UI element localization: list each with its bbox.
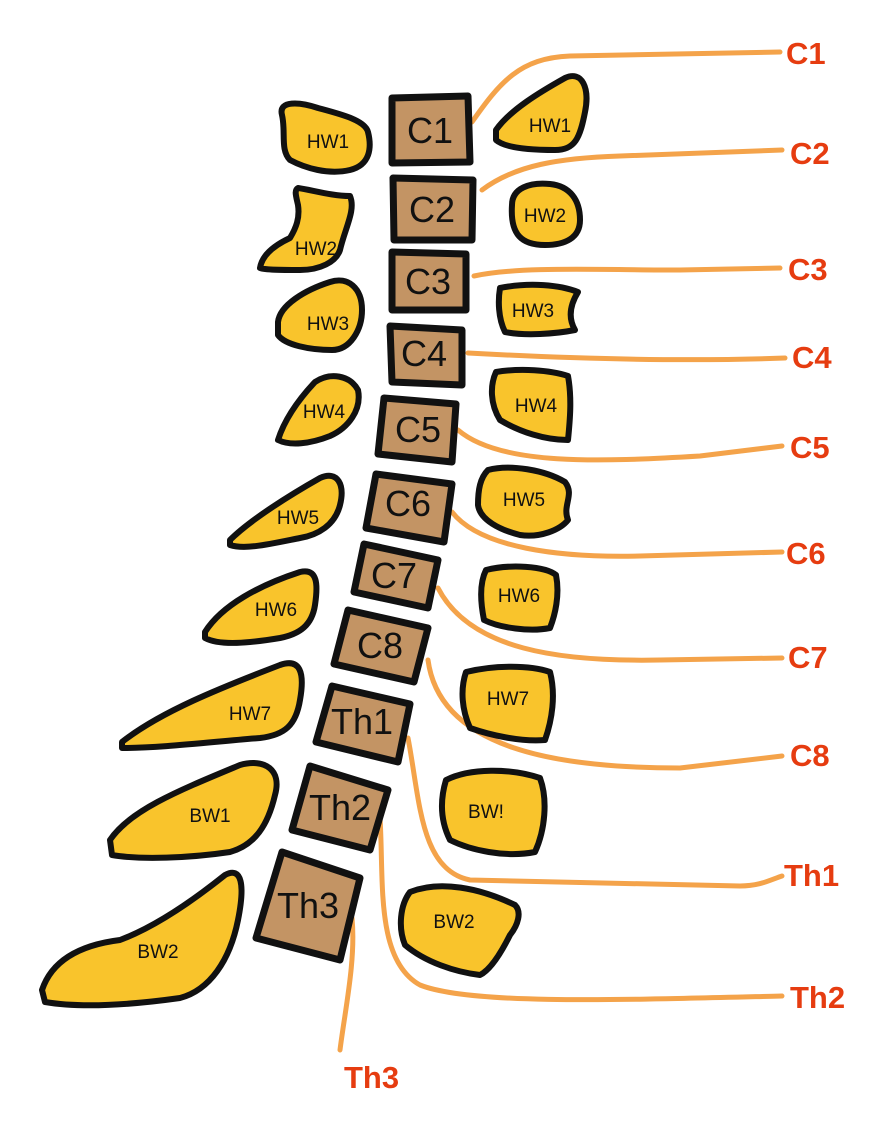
nerve-line-th2 <box>377 815 785 1003</box>
right-process-label: HW1 <box>529 116 571 137</box>
vertebra-c7 <box>350 540 442 612</box>
left-process-label: HW7 <box>229 704 271 725</box>
vertebra-c6 <box>362 470 456 546</box>
vertebra-label: C4 <box>401 333 447 374</box>
vertebra-c3 <box>388 248 470 314</box>
left-process-label: HW6 <box>255 600 297 621</box>
right-process-label: HW4 <box>515 396 558 417</box>
right-process-hw1 <box>493 73 590 153</box>
right-process-label: HW5 <box>503 490 545 511</box>
vertebra-c1 <box>388 92 474 167</box>
right-process-label: HW2 <box>524 206 566 227</box>
left-process-hw6 <box>202 568 320 646</box>
left-process-hw2 <box>257 185 355 273</box>
nerve-label-c1: C1 <box>786 36 826 71</box>
nerve-labels: C1 C2 C3 C4 C5 C6 C7 C8 Th1 Th2 Th3 <box>344 36 845 1095</box>
vertebra-label: C3 <box>405 261 451 302</box>
vertebra-label: C7 <box>371 555 417 596</box>
left-process-hw7 <box>119 660 305 751</box>
vertebra-th3 <box>252 848 364 964</box>
nerve-line-c1 <box>469 49 783 125</box>
nerve-label-c6: C6 <box>786 536 826 571</box>
nerve-label-c8: C8 <box>790 738 830 773</box>
left-process-hw4 <box>275 373 362 447</box>
nerve-lines <box>337 49 788 1053</box>
nerve-line-c3 <box>471 265 783 279</box>
vertebra-label: Th2 <box>309 787 371 828</box>
right-process-bw2 <box>397 883 522 978</box>
vertebra-c8 <box>330 606 432 686</box>
left-process-bw1 <box>107 760 280 861</box>
nerve-line-c8 <box>425 657 785 771</box>
nerve-label-c3: C3 <box>788 252 828 287</box>
nerve-label-th1: Th1 <box>784 858 839 893</box>
left-process-label: HW3 <box>307 314 349 335</box>
right-process-label: HW3 <box>512 301 554 322</box>
left-process-label: BW2 <box>137 942 178 963</box>
nerve-line-c6 <box>449 509 785 559</box>
nerve-label-th2: Th2 <box>790 980 845 1015</box>
nerve-line-c4 <box>465 350 788 363</box>
nerve-label-c7: C7 <box>788 640 828 675</box>
vertebra-label: C6 <box>385 483 431 524</box>
nerve-line-th3 <box>337 915 356 1053</box>
left-process-bw2 <box>39 870 245 1009</box>
nerve-label-c5: C5 <box>790 430 830 465</box>
nerve-line-th1 <box>405 735 785 889</box>
left-process-label: HW2 <box>295 239 337 260</box>
right-process-hw6 <box>478 563 561 633</box>
right-process-hw2 <box>508 180 583 248</box>
right-process-bw1 <box>438 767 548 858</box>
nerve-label-c2: C2 <box>790 136 830 171</box>
nerve-label-th3: Th3 <box>344 1060 399 1095</box>
vertebra-c2 <box>389 174 477 244</box>
right-process-hw4 <box>488 366 574 443</box>
left-process-hw3 <box>275 277 365 353</box>
vertebra-th1 <box>312 682 414 766</box>
vertebra-label: Th1 <box>331 701 393 742</box>
vertebra-label: Th3 <box>277 885 339 926</box>
vertebra-label: C2 <box>409 189 455 230</box>
left-process-label: HW1 <box>307 132 349 153</box>
right-process-label: BW! <box>468 802 504 823</box>
right-process-label: HW7 <box>487 689 529 710</box>
left-processes: HW1 HW2 HW3 HW4 HW5 HW6 HW7 BW1 BW2 <box>39 100 373 1009</box>
right-processes: HW1 HW2 HW3 HW4 HW5 HW6 HW7 BW! BW2 <box>397 73 590 978</box>
vertebra-c4 <box>386 322 466 389</box>
left-process-label: HW4 <box>303 402 346 423</box>
nerve-line-c5 <box>455 427 785 463</box>
vertebra-th2 <box>288 762 392 854</box>
nerve-line-c7 <box>435 585 785 663</box>
nerve-line-c2 <box>479 147 785 193</box>
left-process-label: HW5 <box>277 508 319 529</box>
right-process-label: BW2 <box>433 912 474 933</box>
left-process-hw1 <box>278 100 373 175</box>
left-process-label: BW1 <box>189 806 230 827</box>
vertebra-label: C8 <box>357 625 403 666</box>
vertebra-label: C1 <box>407 110 453 151</box>
right-process-hw5 <box>475 464 572 539</box>
vertebra-label: C5 <box>395 409 441 450</box>
right-process-label: HW6 <box>498 586 540 607</box>
vertebra-c5 <box>374 394 460 466</box>
vertebrae: C1 C2 C3 C4 C5 C6 C7 C8 Th1 Th2 Th3 <box>252 92 477 964</box>
right-process-hw7 <box>459 663 556 744</box>
right-process-hw3 <box>495 281 581 338</box>
nerve-label-c4: C4 <box>792 340 832 375</box>
left-process-hw5 <box>227 473 345 550</box>
